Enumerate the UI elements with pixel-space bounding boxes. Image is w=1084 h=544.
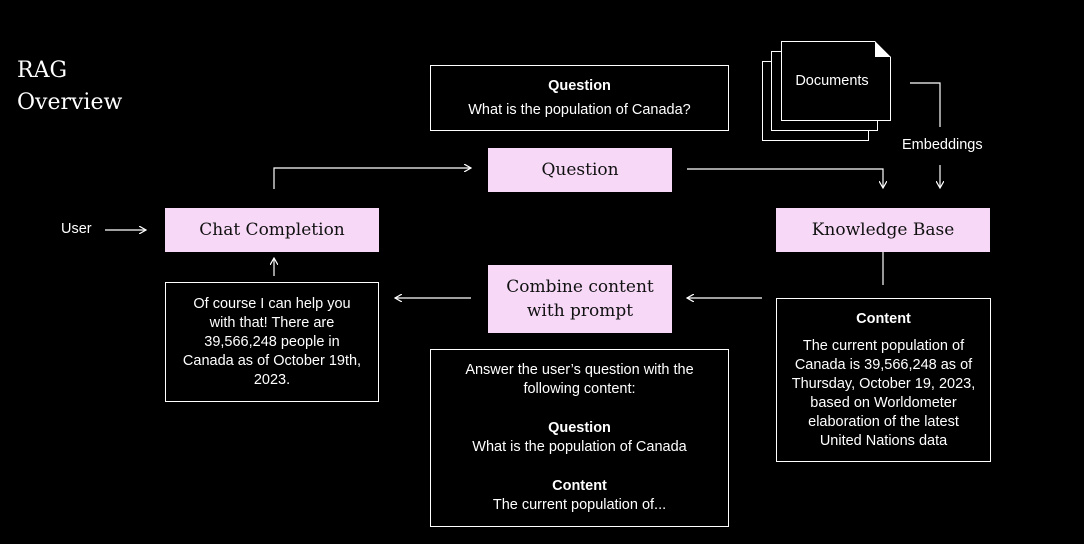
combine-node: Combine content with prompt — [488, 265, 672, 333]
content-line-3: Thursday, October 19, 2023, — [791, 375, 976, 392]
content-line-4: based on Worldometer — [810, 394, 957, 411]
prompt-content-text: The current population of... — [492, 497, 667, 513]
prompt-line-1: Answer the user’s question with the — [465, 362, 694, 378]
document-sheet-front: Documents — [781, 41, 891, 121]
answer-line-4: Canada as of October 19th, — [182, 352, 362, 369]
content-line-2: Canada is 39,566,248 as of — [794, 356, 973, 373]
prompt-box: Answer the user’s question with the foll… — [430, 349, 729, 527]
combine-node-line-1: Combine content — [506, 277, 654, 297]
content-box-heading: Content — [856, 310, 911, 327]
title-line-1: RAG — [17, 58, 68, 83]
content-line-1: The current population of — [802, 337, 965, 354]
diagram-title: RAG Overview — [17, 55, 147, 119]
answer-line-2: with that! There are — [209, 314, 335, 331]
line-documents-right — [910, 82, 941, 127]
user-label: User — [61, 221, 92, 237]
combine-node-line-2: with prompt — [526, 301, 634, 321]
prompt-content-heading: Content — [552, 478, 607, 494]
answer-line-1: Of course I can help you — [193, 295, 351, 312]
title-line-2: Overview — [17, 90, 123, 115]
chat-completion-node: Chat Completion — [165, 208, 379, 252]
arrow-chat-to-question — [273, 168, 471, 189]
question-box: Question What is the population of Canad… — [430, 65, 729, 131]
question-box-text: What is the population of Canada? — [468, 101, 691, 118]
embeddings-label: Embeddings — [902, 137, 983, 153]
arrow-question-to-kb — [687, 168, 883, 188]
answer-line-5: 2023. — [253, 371, 291, 388]
content-box: Content The current population of Canada… — [776, 298, 991, 462]
content-line-6: United Nations data — [819, 432, 948, 449]
question-node: Question — [488, 148, 672, 192]
prompt-question-text: What is the population of Canada — [472, 439, 687, 455]
answer-box: Of course I can help you with that! Ther… — [165, 282, 379, 402]
answer-line-3: 39,566,248 people in — [204, 333, 340, 350]
knowledge-base-node: Knowledge Base — [776, 208, 990, 252]
documents-label: Documents — [795, 73, 869, 89]
document-fold-icon — [875, 41, 891, 57]
prompt-line-2: following content: — [523, 381, 636, 397]
content-line-5: elaboration of the latest — [808, 413, 959, 430]
question-box-heading: Question — [548, 77, 611, 94]
prompt-question-heading: Question — [548, 420, 611, 436]
